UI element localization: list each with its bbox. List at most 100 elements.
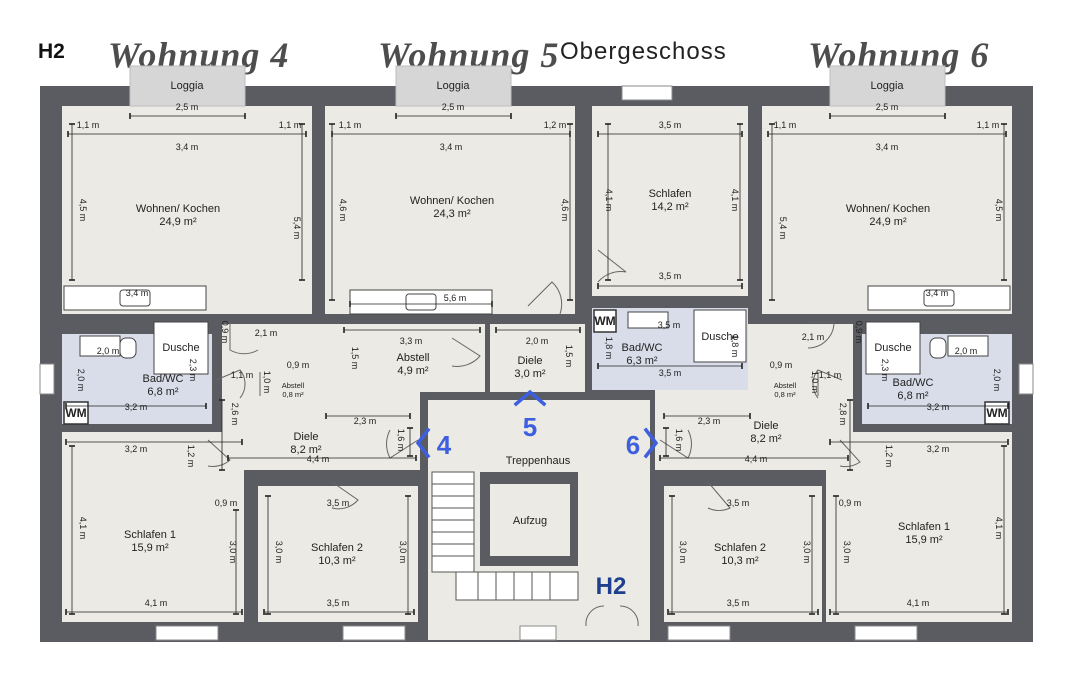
building-label: H2 — [38, 40, 65, 63]
dim-label: 1,0 m — [262, 371, 272, 394]
dim-label: 1,8 m — [604, 337, 614, 360]
loggia-w5 — [395, 65, 512, 107]
room-name-w6-bad: Bad/WC — [893, 377, 934, 389]
room-area-w4-diele: 8,2 m² — [290, 444, 322, 456]
room-area-w6-wohnen: 24,9 m² — [869, 216, 907, 228]
dim-label: 3,0 m — [802, 541, 812, 564]
entrance-label: H2 — [596, 573, 627, 600]
dusche-label-w4: Dusche — [162, 342, 199, 354]
room-area-w4-abstell: 0,8 m² — [282, 390, 304, 399]
aufzug-label: Aufzug — [513, 515, 547, 527]
room-name-w4-bad: Bad/WC — [143, 373, 184, 385]
room-area-w6-schlafen1: 15,9 m² — [905, 534, 943, 546]
room-area-w5-wohnen: 24,3 m² — [433, 208, 471, 220]
dim-label: 3,3 m — [400, 336, 423, 346]
bathroom-fixtures — [79, 309, 989, 375]
room-area-w4-wohnen: 24,9 m² — [159, 216, 197, 228]
dim-label: 2,3 m — [354, 416, 377, 426]
dim-label: 3,0 m — [398, 541, 408, 564]
dim-label: 0,9 m — [854, 321, 864, 344]
dim-label: 3,5 m — [659, 271, 682, 281]
room-name-w5-diele: Diele — [517, 355, 542, 367]
dim-label: 1,1 m — [774, 120, 797, 130]
dim-label: 2,5 m — [442, 102, 465, 112]
dim-label: 4,1 m — [907, 598, 930, 608]
room-area-w5-bad: 6,3 m² — [626, 355, 658, 367]
dim-label: 5,6 m — [444, 293, 467, 303]
dim-label: 1,6 m — [396, 429, 406, 452]
dim-label: 1,1 m — [339, 120, 362, 130]
chevron-up-icon — [513, 389, 547, 407]
room-area-w4-schlafen1: 15,9 m² — [131, 542, 169, 554]
dim-label: 1,2 m — [186, 445, 196, 468]
dim-label: 3,5 m — [727, 498, 750, 508]
dim-label: 1,1 m — [819, 370, 842, 380]
dim-label: 1,2 m — [884, 445, 894, 468]
unit-marker-4: 4 — [437, 430, 452, 460]
dim-label: 1,8 m — [730, 335, 740, 358]
room-name-w4-schlafen2: Schlafen 2 — [311, 542, 363, 554]
dim-label: 4,1 m — [604, 189, 614, 212]
room-area-w4-schlafen2: 10,3 m² — [318, 555, 356, 567]
dim-label: 2,3 m — [880, 359, 890, 382]
room-name-w6-schlafen2: Schlafen 2 — [714, 542, 766, 554]
room-name-w6-wohnen: Wohnen/ Kochen — [846, 203, 930, 215]
room-name-w4-wohnen: Wohnen/ Kochen — [136, 203, 220, 215]
dim-label: 3,5 m — [659, 368, 682, 378]
loggia-label-w6: Loggia — [870, 80, 904, 92]
floor-w5-wohnen — [325, 106, 575, 314]
windows — [39, 85, 1034, 641]
room-area-w5-diele: 3,0 m² — [514, 368, 546, 380]
room-name-w4-diele: Diele — [293, 431, 318, 443]
dim-label: 2,0 m — [955, 346, 978, 356]
wm-label-w5: WM — [594, 314, 615, 328]
dim-label: 1,1 m — [279, 120, 302, 130]
dim-label: 3,2 m — [927, 444, 950, 454]
room-area-w5-abstell: 4,9 m² — [397, 365, 429, 377]
floor-w5-diele — [490, 324, 585, 392]
floor-w6-schlafen2 — [664, 486, 822, 622]
dim-label: 1,1 m — [77, 120, 100, 130]
floor-w4-diele — [222, 324, 420, 470]
dim-label: 3,0 m — [842, 541, 852, 564]
room-area-w6-schlafen2: 10,3 m² — [721, 555, 759, 567]
dim-label: 3,2 m — [125, 402, 148, 412]
dim-label: 3,0 m — [228, 541, 238, 564]
unit-entrance-markers — [415, 389, 659, 459]
entrance-door — [584, 600, 640, 640]
room-name-w5-abstell: Abstell — [396, 352, 429, 364]
dusche-label-w5: Dusche — [701, 331, 738, 343]
dim-label: 4,5 m — [994, 199, 1004, 222]
dim-label: 4,5 m — [78, 199, 88, 222]
elevator-car — [490, 484, 570, 556]
dim-label: 3,2 m — [125, 444, 148, 454]
floor-w5-schlafen — [592, 106, 748, 296]
dim-label: 2,5 m — [876, 102, 899, 112]
floor-w4-wohnen — [62, 106, 312, 314]
dim-label: 2,3 m — [698, 416, 721, 426]
dim-label: 1,5 m — [564, 345, 574, 368]
dim-label: 3,4 m — [176, 142, 199, 152]
dim-label: 4,4 m — [307, 454, 330, 464]
dim-label: 3,5 m — [727, 598, 750, 608]
room-name-w5-wohnen: Wohnen/ Kochen — [410, 195, 494, 207]
dim-label: 5,4 m — [292, 217, 302, 240]
dim-label: 2,0 m — [76, 369, 86, 392]
dim-label: 5,4 m — [778, 217, 788, 240]
dim-label: 0,9 m — [287, 360, 310, 370]
room-area-w6-bad: 6,8 m² — [897, 390, 929, 402]
chevron-right-icon — [643, 427, 659, 459]
floor-title: Obergeschoss — [560, 38, 727, 65]
dim-label: 3,5 m — [659, 120, 682, 130]
dim-label: 2,1 m — [802, 332, 825, 342]
dim-label: 2,3 m — [188, 359, 198, 382]
room-area-w6-abstell: 0,8 m² — [774, 390, 796, 399]
dim-label: 2,1 m — [255, 328, 278, 338]
room-name-w5-schlafen: Schlafen — [649, 188, 692, 200]
room-area-w4-bad: 6,8 m² — [147, 386, 179, 398]
dim-label: 3,4 m — [440, 142, 463, 152]
dim-label: 4,4 m — [745, 454, 768, 464]
wm-label-w6: WM — [986, 406, 1007, 420]
unit-marker-5: 5 — [523, 412, 537, 442]
dim-label: 1,1 m — [977, 120, 1000, 130]
